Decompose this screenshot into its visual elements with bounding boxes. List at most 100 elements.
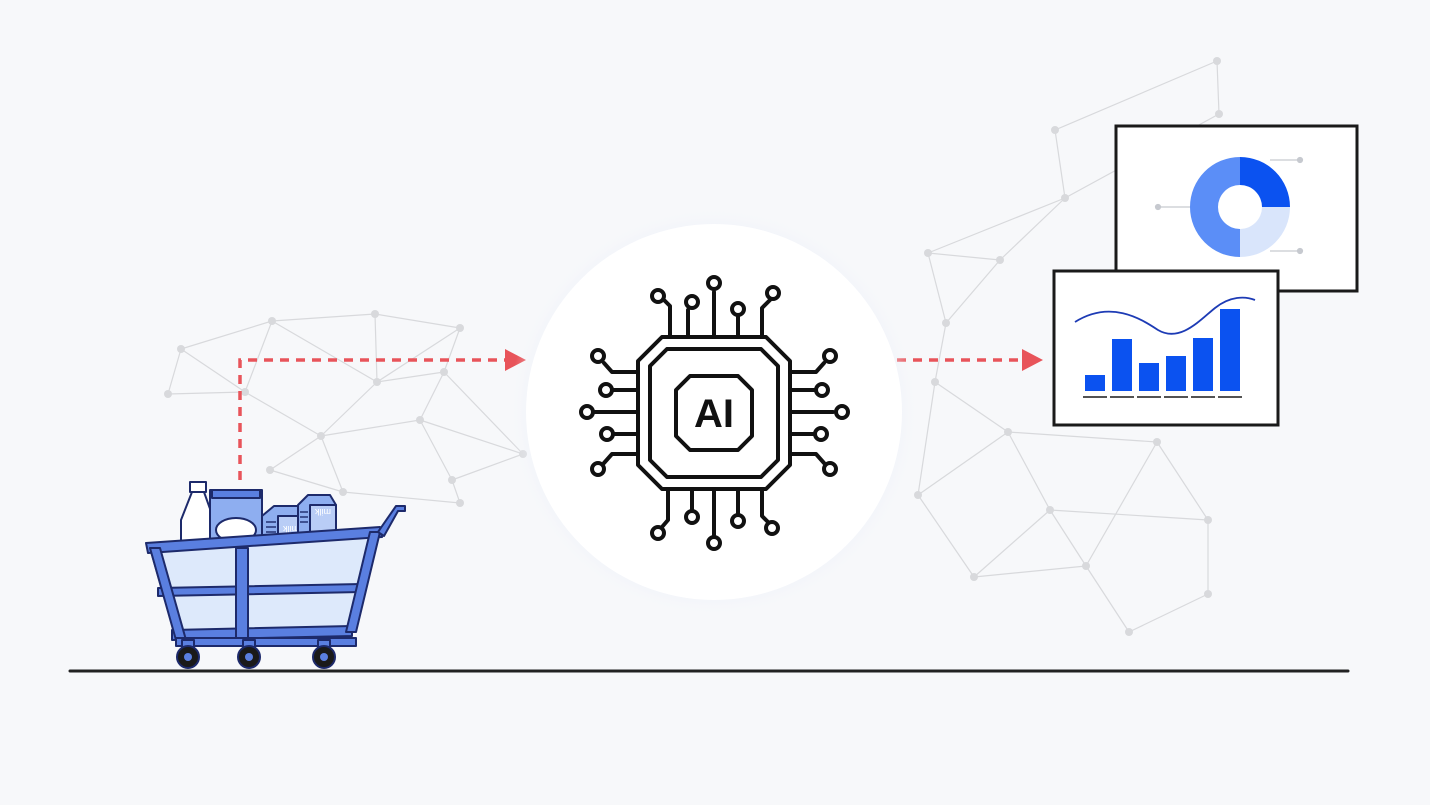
network-edge <box>419 371 445 421</box>
donut-slice-0 <box>1240 157 1290 207</box>
network-edge <box>374 313 378 383</box>
network-edge <box>419 419 524 455</box>
network-edge <box>934 381 1009 433</box>
network-node <box>1204 590 1212 598</box>
network-edge <box>1054 60 1218 131</box>
arrowhead-icon <box>505 349 526 371</box>
network-node <box>373 378 381 386</box>
network-node <box>317 432 325 440</box>
network-node <box>1051 126 1059 134</box>
network-edge <box>927 252 1001 261</box>
network-edge <box>244 391 322 437</box>
network-edge <box>934 322 947 383</box>
network-edge <box>443 371 524 455</box>
bar-3 <box>1166 356 1186 391</box>
network-node <box>1213 57 1221 65</box>
network-node <box>1082 562 1090 570</box>
carton-label: milk <box>283 524 299 534</box>
network-edge <box>1049 509 1087 567</box>
network-edge <box>1128 593 1209 633</box>
network-node <box>456 324 464 332</box>
network-edge <box>917 431 1009 496</box>
network-edge <box>180 348 246 393</box>
arrowhead-icon <box>1022 349 1043 371</box>
network-node <box>440 368 448 376</box>
network-edge <box>320 419 421 437</box>
network-edge <box>1216 60 1220 115</box>
network-node <box>942 319 950 327</box>
network-node <box>1046 506 1054 514</box>
donut-chart-panel <box>1114 124 1359 293</box>
network-node <box>1004 428 1012 436</box>
bar-2 <box>1139 363 1159 391</box>
network-edge <box>1049 509 1209 521</box>
bar-chart-icon <box>1083 309 1242 398</box>
network-edge <box>320 435 344 493</box>
network-edge <box>376 371 445 383</box>
network-edge <box>419 419 453 481</box>
network-edge <box>376 327 461 383</box>
network-edge <box>1085 565 1130 633</box>
network-edge <box>451 453 524 481</box>
arrow-cart-to-ai <box>238 349 526 480</box>
network-node <box>339 488 347 496</box>
bar-1 <box>1112 339 1132 391</box>
carton-label: milk <box>315 507 331 517</box>
network-edge <box>1085 441 1158 567</box>
network-edge <box>269 435 322 471</box>
arrow-ai-to-reports <box>897 349 1043 371</box>
network-edge <box>917 381 936 496</box>
network-edge <box>167 391 246 395</box>
milk-carton-icon: milk <box>297 494 337 541</box>
network-node <box>448 476 456 484</box>
network-node <box>1125 628 1133 636</box>
network-node <box>241 388 249 396</box>
network-edge <box>973 565 1087 578</box>
network-node <box>1153 438 1161 446</box>
shopping-cart-icon: milk milk <box>145 481 406 669</box>
network-edge <box>342 491 461 504</box>
network-node <box>996 256 1004 264</box>
donut-slice-2 <box>1190 157 1240 257</box>
bar-4 <box>1193 338 1213 391</box>
network-edge <box>374 313 461 329</box>
network-node <box>1204 516 1212 524</box>
network-edge <box>999 197 1066 261</box>
trend-line <box>1074 296 1256 335</box>
network-edge <box>180 320 273 350</box>
network-edge <box>945 259 1001 324</box>
network-edge <box>1156 441 1209 521</box>
network-node <box>924 249 932 257</box>
network-edge <box>271 320 378 383</box>
network-node <box>1061 194 1069 202</box>
network-edge <box>973 509 1051 578</box>
network-edge <box>927 252 947 324</box>
network-edge <box>1007 431 1051 511</box>
network-edge <box>1007 431 1158 443</box>
bar-0 <box>1085 375 1105 391</box>
donut-chart-icon <box>1190 157 1290 257</box>
network-node <box>416 416 424 424</box>
network-node <box>931 378 939 386</box>
bar-5 <box>1220 309 1240 391</box>
network-edge <box>271 313 376 322</box>
ai-chip-icon <box>579 275 850 551</box>
donut-slice-1 <box>1240 207 1290 257</box>
network-node <box>914 491 922 499</box>
network-edge <box>927 197 1066 254</box>
network-edge <box>320 381 378 437</box>
network-node <box>371 310 379 318</box>
network-edge <box>244 320 273 393</box>
network-edge <box>167 348 182 395</box>
network-edge <box>917 494 975 578</box>
network-node <box>456 499 464 507</box>
network-mesh-left <box>164 310 527 507</box>
network-edge <box>1054 129 1066 199</box>
network-node <box>268 317 276 325</box>
bar-chart-panel <box>1052 269 1280 427</box>
milk-bottle-icon <box>180 481 215 549</box>
network-edge <box>269 469 344 493</box>
ai-circle <box>526 224 902 600</box>
network-node <box>970 573 978 581</box>
